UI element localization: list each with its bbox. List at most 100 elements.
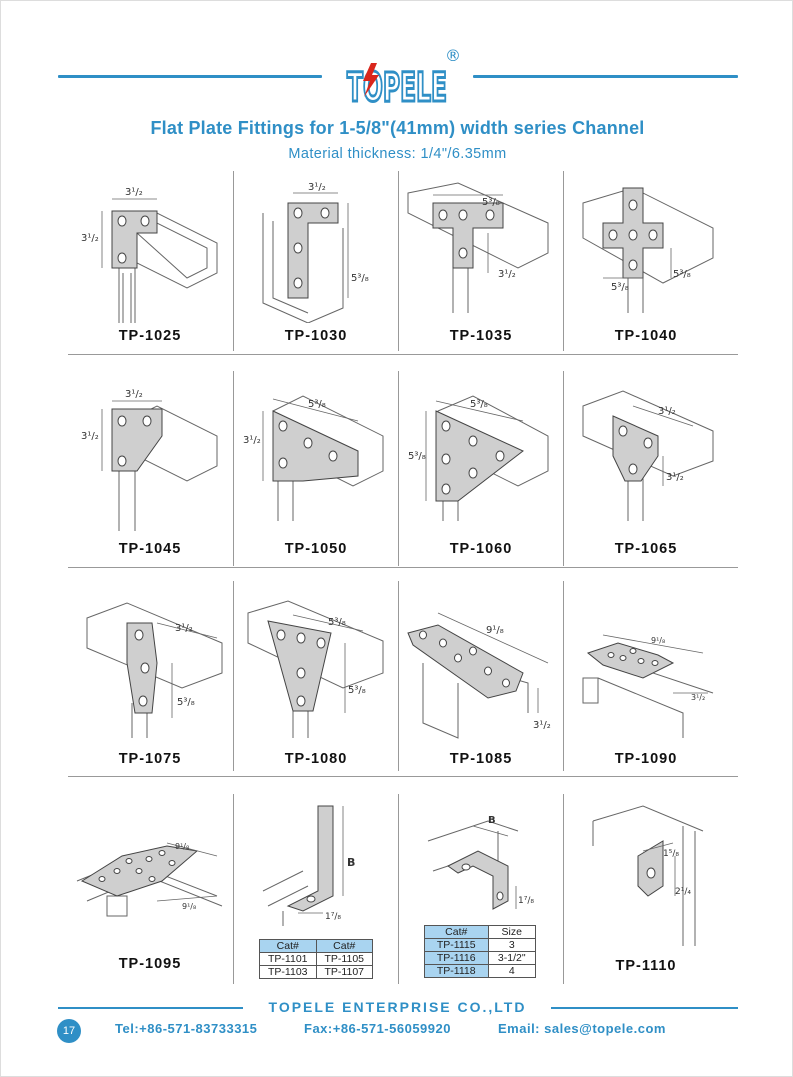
svg-text:5³/₈: 5³/₈ — [470, 399, 488, 410]
product-cell: 5³/₈ 5³/₈ TP-1080 — [233, 593, 399, 773]
product-cell: 3¹/₂ 3¹/₂ TP-1025 — [67, 173, 233, 351]
product-code: TP-1075 — [118, 751, 182, 767]
grid-divider — [563, 171, 564, 351]
registered-mark: ® — [445, 46, 461, 65]
product-cell: 9¹/₈ 3¹/₂ TP-1085 — [398, 593, 564, 773]
svg-text:3¹/₂: 3¹/₂ — [533, 720, 551, 731]
footer-rule-right — [551, 1007, 738, 1009]
grid-divider — [563, 794, 564, 984]
contact-tel: Tel:+86-571-83733315 — [115, 1021, 258, 1036]
product-cell: 1⁵/₈ 2¹/₄ TP-1110 — [563, 801, 729, 981]
svg-text:1⁷/₈: 1⁷/₈ — [518, 896, 534, 906]
svg-text:3¹/₂: 3¹/₂ — [658, 406, 676, 417]
svg-text:B: B — [347, 856, 355, 869]
lightning-icon — [363, 63, 379, 97]
product-code: TP-1110 — [615, 958, 677, 974]
product-code: TP-1050 — [284, 541, 348, 557]
svg-text:1⁷/₈: 1⁷/₈ — [325, 912, 341, 922]
svg-text:5³/₈: 5³/₈ — [611, 282, 629, 293]
svg-text:9¹/₈: 9¹/₈ — [175, 842, 189, 851]
svg-text:5³/₈: 5³/₈ — [351, 273, 369, 284]
logo-wordmark: TOPELE — [347, 65, 447, 111]
svg-text:9¹/₈: 9¹/₈ — [182, 902, 196, 911]
svg-text:5³/₈: 5³/₈ — [177, 697, 195, 708]
product-code: TP-1085 — [449, 751, 513, 767]
product-code: TP-1030 — [284, 328, 348, 344]
product-code: TP-1065 — [614, 541, 678, 557]
table-header: Cat# — [424, 925, 489, 939]
svg-text:3¹/₂: 3¹/₂ — [125, 187, 143, 198]
svg-text:5³/₈: 5³/₈ — [328, 617, 346, 628]
grid-divider — [68, 567, 738, 568]
product-cell: 5³/₈ 5³/₈ TP-1060 — [398, 381, 564, 566]
product-cell: 3¹/₂ 3¹/₂ TP-1045 — [67, 381, 233, 566]
product-code: TP-1080 — [284, 751, 348, 767]
svg-text:5³/₈: 5³/₈ — [348, 685, 366, 696]
svg-text:3¹/₂: 3¹/₂ — [498, 269, 516, 280]
flat-plate-fitting-icon: 1⁵/₈ 2¹/₄ — [592, 805, 704, 946]
svg-text:9¹/₈: 9¹/₈ — [651, 636, 665, 645]
angle-bracket-icon: B 1⁷/₈ — [262, 805, 355, 926]
flat-plate-fitting-icon: 9¹/₈ 3¹/₂ — [407, 612, 551, 739]
svg-text:B: B — [488, 815, 496, 826]
footer-rule-left — [58, 1007, 243, 1009]
contact-email[interactable]: Email: sales@topele.com — [498, 1021, 666, 1036]
product-code: TP-1090 — [614, 751, 678, 767]
page-title: Flat Plate Fittings for 1-5/8"(41mm) wid… — [150, 118, 645, 138]
product-cell: 3¹/₂ 5³/₈ TP-1030 — [233, 173, 399, 351]
product-cell: B 1⁷/₈ — [398, 801, 564, 981]
flat-plate-fitting-icon: 5³/₈ 5³/₈ — [582, 187, 714, 313]
grid-divider — [398, 794, 399, 984]
grid-divider — [233, 581, 234, 771]
grid-divider — [398, 371, 399, 566]
z-bracket-icon: B 1⁷/₈ — [427, 815, 534, 910]
flat-plate-fitting-icon: 9¹/₈ 9¹/₈ — [76, 842, 223, 917]
flat-plate-fitting-icon: 9¹/₈ 3¹/₂ — [582, 634, 714, 738]
product-cell: 3¹/₂ 3¹/₂ TP-1065 — [563, 381, 729, 566]
product-code: TP-1095 — [118, 956, 182, 972]
product-cell: 9¹/₈ 3¹/₂ TP-1090 — [563, 593, 729, 773]
product-code: TP-1045 — [118, 541, 182, 557]
product-cell: 3¹/₂ 5³/₈ TP-1075 — [67, 593, 233, 773]
product-cell: 9¹/₈ 9¹/₈ TP-1095 — [67, 801, 233, 981]
flat-plate-fitting-icon: 3¹/₂ 3¹/₂ — [582, 390, 714, 521]
product-cell: B 1⁷/₈ — [233, 801, 399, 981]
contact-fax: Fax:+86-571-56059920 — [304, 1021, 451, 1036]
table-header: Size — [487, 925, 537, 939]
flat-plate-fitting-icon: 5³/₈ 3¹/₂ — [407, 182, 549, 313]
svg-text:5³/₈: 5³/₈ — [308, 399, 326, 410]
svg-text:3¹/₂: 3¹/₂ — [243, 435, 261, 446]
svg-text:3¹/₂: 3¹/₂ — [125, 389, 143, 400]
grid-divider — [233, 794, 234, 984]
svg-text:1⁵/₈: 1⁵/₈ — [663, 849, 679, 859]
flat-plate-fitting-icon: 3¹/₂ 3¹/₂ — [81, 389, 218, 531]
table-header: Cat# — [315, 939, 373, 953]
svg-text:5³/₈: 5³/₈ — [408, 451, 426, 462]
svg-text:2¹/₄: 2¹/₄ — [675, 887, 691, 897]
product-cell: 5³/₈ 3¹/₂ TP-1035 — [398, 173, 564, 351]
product-cell: 5³/₈ 5³/₈ TP-1040 — [563, 173, 729, 351]
grid-divider — [398, 581, 399, 771]
svg-text:3¹/₂: 3¹/₂ — [308, 182, 326, 193]
svg-text:5³/₈: 5³/₈ — [482, 197, 500, 208]
svg-text:3¹/₂: 3¹/₂ — [691, 693, 705, 702]
product-code: TP-1040 — [614, 328, 678, 344]
product-code: TP-1060 — [449, 541, 513, 557]
grid-divider — [398, 171, 399, 351]
header-rule-right — [473, 75, 738, 78]
flat-plate-fitting-icon: 5³/₈ 5³/₈ — [247, 600, 384, 738]
svg-text:3¹/₂: 3¹/₂ — [81, 233, 99, 244]
grid-divider — [233, 371, 234, 566]
svg-text:3¹/₂: 3¹/₂ — [666, 472, 684, 483]
product-code: TP-1025 — [118, 328, 182, 344]
grid-divider — [68, 354, 738, 355]
grid-divider — [563, 371, 564, 566]
grid-divider — [563, 581, 564, 771]
company-name: TOPELE ENTERPRISE CO.,LTD — [268, 999, 527, 1015]
header-rule-left — [58, 75, 322, 78]
